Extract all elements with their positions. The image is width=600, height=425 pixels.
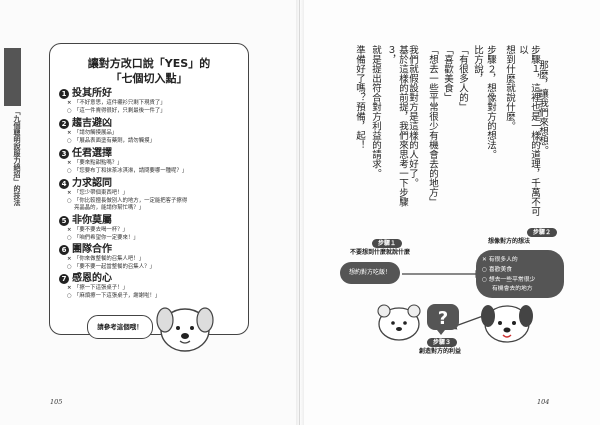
option-line: ○ 喜歡美食 [482,267,513,273]
step1-bubble: 想約對方吃飯！ [340,262,400,284]
number-badge: 6 [59,245,69,255]
question-mark: ? [438,308,448,329]
text-column: 步驟１，這裡也是一樣的道理，千萬不可以 [517,45,540,216]
cross-mark-icon: × [67,100,72,106]
cross-mark-icon: × [67,227,72,233]
number-badge: 7 [59,274,69,284]
question-bubble-icon: ? [427,304,459,335]
tip-line: 「不好意思，這件襯衫只剩下現貨了」 [74,100,166,106]
circle-mark-icon: ○ [67,197,72,204]
text-column: 「有很多人的」 [457,45,468,112]
tip-title: 感恩的心 [72,273,112,284]
step2-thought-bubble: ✕ 有很多人的 ○ 喜歡美食 ○ 想去一些平常很少 有機會去的地方 [476,250,564,298]
step3-tag: 步驟３ [427,338,458,347]
step2-tag: 步驟２ [527,228,558,237]
cross-mark-icon: × [67,130,72,136]
tip-line: 「要來點甜點嗎？」 [74,160,123,166]
chapter-tab [4,48,21,106]
circle-mark-icon: ○ [67,292,72,299]
circle-mark-icon: ○ [67,107,72,114]
circle-mark-icon: ○ [482,277,489,283]
tip-line: 「您要布丁和抹茶冰淇淋，請問要哪一種呢？」 [74,167,188,174]
number-badge: 4 [59,179,69,189]
tip-title: 團隊合作 [72,244,112,255]
option-line: ✕ 有很多人的 [482,257,518,263]
cross-mark-icon: ✕ [482,257,489,263]
tip-line: 「咱們希望你一定要來！」 [74,234,139,241]
text-column: 「喜歡美食」 [442,45,453,102]
number-badge: 5 [59,216,69,226]
text-column: 基於這樣的前提，我們來思考一下步驟３， [385,45,408,207]
tip-line: 「你來做整餐的召集人吧！」 [74,256,145,262]
number-badge: 2 [59,119,69,129]
text-column: 我們就假設對方是這樣的人好了。 [407,45,418,188]
circle-mark-icon: ○ [67,167,72,174]
page-number: 104 [537,398,550,406]
cross-mark-icon: × [67,160,72,166]
dog-mascot-icon [156,307,214,352]
tip-title: 投其所好 [72,88,112,99]
tip-title: 任君選擇 [72,148,112,159]
panel-title-line2: 「七個切入點」 [110,72,188,85]
cross-mark-icon: × [67,285,72,291]
tip-title: 趨吉避凶 [72,118,112,129]
option-line: 有機會去的地方 [492,286,533,292]
text-column: 「想去一些平常很少有機會去的地方」 [427,45,438,207]
text-column: 就是提出符合對方利益的請求。 [370,45,381,178]
option-line: ○ 想去一些平常很少 [482,277,536,283]
cross-mark-icon: × [67,256,72,262]
text-column: 步驟２，想像對方的想法。 [485,45,496,159]
dog-mascot-icon [481,305,533,343]
cross-mark-icon: × [67,190,72,196]
circle-mark-icon: ○ [67,137,72,144]
number-badge: 3 [59,149,69,159]
tip-line: 「請勿觸摸展品」 [74,130,118,136]
right-page: 那麼，讓我們來想想。 步驟１，這裡也是一樣的道理，千萬不可以 想到什麼就說什麼。… [300,0,600,425]
speech-bubble: 請參考這個哦！ [87,315,153,339]
circle-mark-icon: ○ [482,267,489,273]
step1-tag: 步驟１ [372,239,403,248]
panel-title: 讓對方改口說「YES」的 「七個切入點」 [50,56,248,86]
tip-title: 非你莫屬 [72,215,112,226]
circle-mark-icon: ○ [67,263,72,270]
tip-line: 「要不要一起當整餐的召集人？」 [74,263,155,270]
panel-title-line1: 讓對方改口說「YES」的 [87,57,211,70]
tip-line: 「擦一下這張桌子！」 [74,285,128,291]
tip-line: 「麻煩擦一下這張桌子，謝謝啦！」 [74,292,161,299]
text-column: 比方說， [472,45,483,83]
step1-caption: 不要想到什麼就說什麼 [350,249,411,256]
tip-title: 力求認同 [72,178,112,189]
number-badge: 1 [59,89,69,99]
step1-bubble-text: 想約對方吃飯！ [348,269,391,276]
text-column: 想到什麼就說什麼。 [504,45,515,131]
tip-line: 「這一件賣得很好，只剩最後一件了」 [74,107,166,114]
step2-caption: 想像對方的想法 [488,238,531,245]
book-gutter [296,0,304,425]
tip-line: 亮晶晶的，能請你幫忙嗎？」 [74,205,145,211]
bear-mascot-icon [377,304,421,341]
page-number: 105 [50,398,63,406]
tip-line: 「您少帶個東西吧！」 [74,190,128,196]
tip-line: 「你比較擅長做別人的地方，一定能把客子擦得 [74,197,188,204]
tip-line: 「要不要去喝一杯？」 [74,227,128,233]
text-column: 準備好了嗎？預備，起！ [354,45,365,150]
circle-mark-icon: ○ [67,234,72,241]
tip-line: 「展品表面塗有藥劑，請勿觸摸」 [74,137,155,144]
text-column: 那麼，讓我們來想想。 [537,60,548,155]
chapter-tab-label: 「九個聰明說服力絕招」的技法 [13,108,21,206]
step3-caption: 創造對方的利益 [419,348,462,355]
